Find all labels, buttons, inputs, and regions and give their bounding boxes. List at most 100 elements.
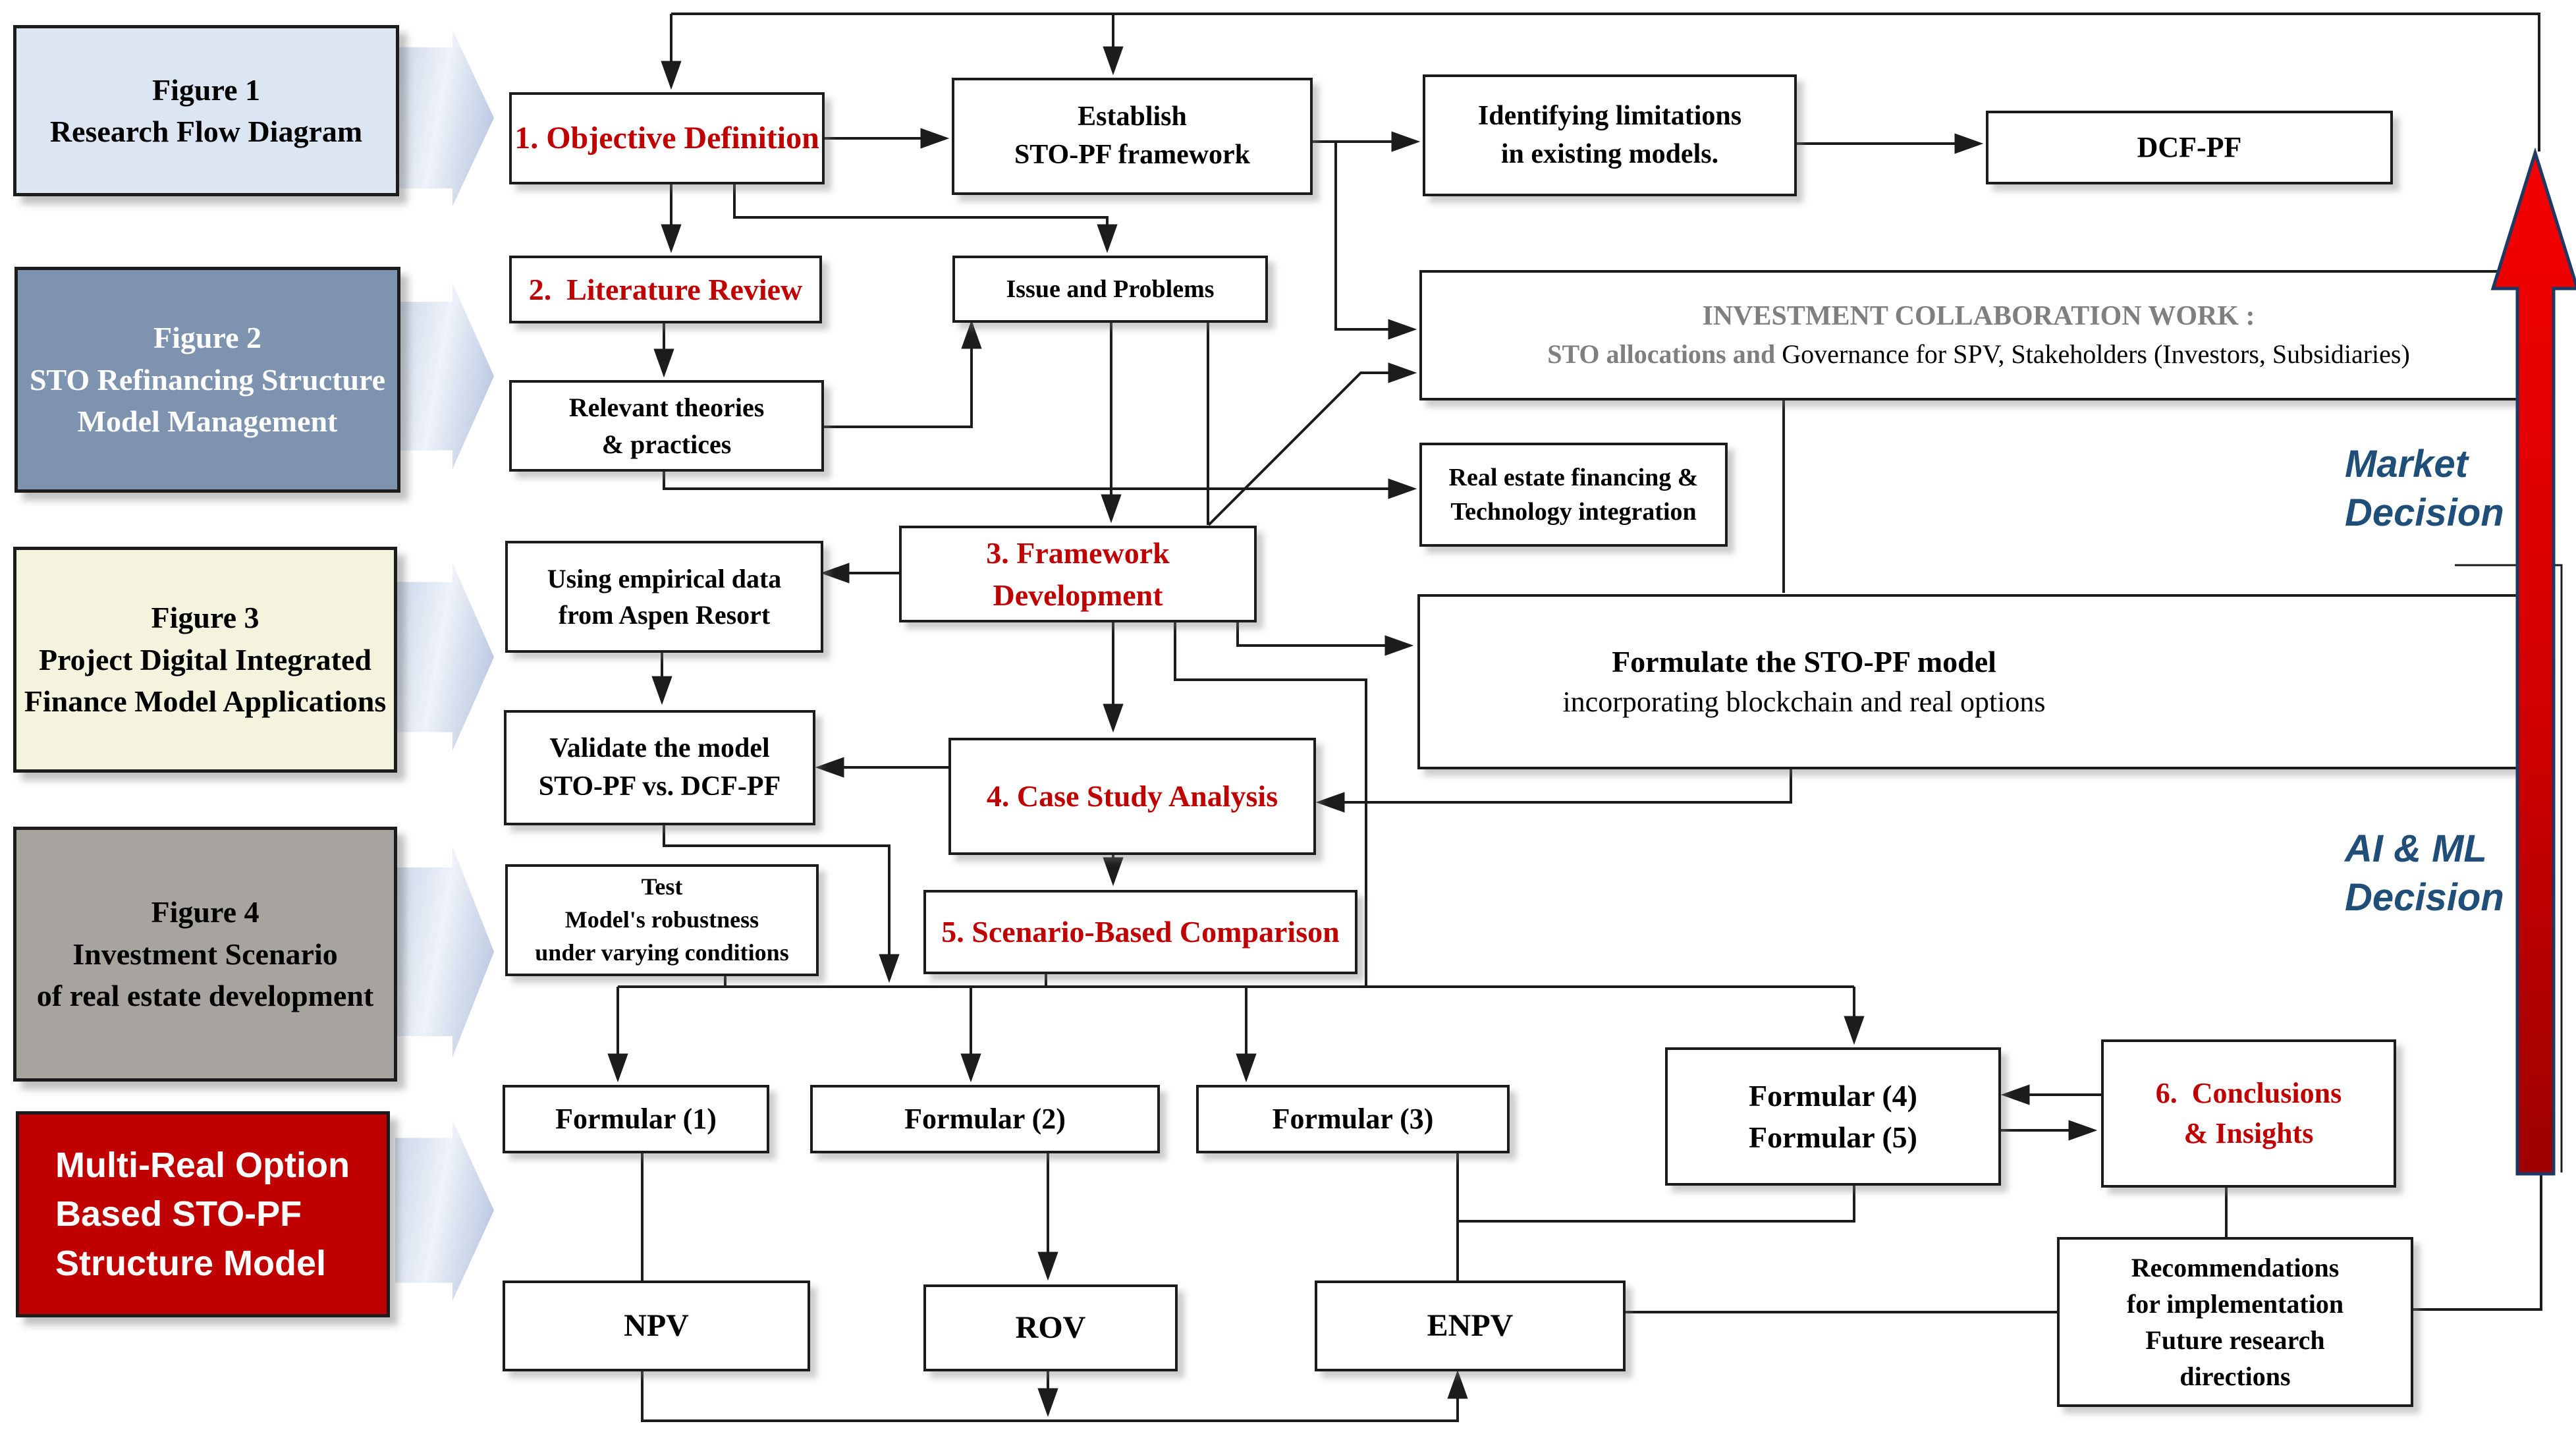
box-establish-framework: Establish STO-PF framework — [952, 78, 1313, 195]
box-rov: ROV — [923, 1284, 1178, 1371]
establish-line2: STO-PF framework — [1014, 140, 1251, 170]
figure2-title: Figure 2 — [153, 321, 261, 355]
box-relevant-theories: Relevant theories & practices — [509, 380, 824, 472]
test-line2: Model's robustness — [564, 906, 759, 933]
box-test-robustness: Test Model's robustness under varying co… — [505, 864, 819, 976]
connector — [1207, 362, 1417, 526]
relevant-line1: Relevant theories — [568, 393, 765, 423]
formulate-line1: Formulate the STO-PF model — [1612, 644, 1996, 678]
formular1-label: Formular (1) — [555, 1102, 717, 1135]
box-framework-development: 3. Framework Development — [899, 526, 1257, 622]
real-estate-line2: Technology integration — [1450, 498, 1697, 526]
connector — [2408, 1175, 2542, 1311]
aiml-decision-line2: Decision — [2345, 876, 2504, 920]
connector — [671, 13, 2540, 151]
recommendations-line2: for implementation — [2126, 1288, 2344, 1319]
conclusions-line1: 6. Conclusions — [2155, 1076, 2342, 1109]
recommendations-line4: directions — [2179, 1362, 2291, 1392]
empirical-line2: from Aspen Resort — [558, 600, 771, 630]
formular3-label: Formular (3) — [1272, 1102, 1434, 1135]
formular5-label: Formular (5) — [1749, 1120, 1917, 1154]
aiml-decision-label: AI & ML Decision — [2345, 825, 2523, 922]
box-formular45: Formular (4) Formular (5) — [1665, 1047, 2001, 1186]
figure3-card: Figure 3 Project Digital Integrated Fina… — [13, 547, 397, 773]
dcf-pf-label: DCF-PF — [2137, 130, 2242, 163]
figure2-card: Figure 2 STO Refinancing Structure Model… — [14, 267, 400, 493]
test-line1: Test — [641, 873, 683, 900]
box-identifying-limitations: Identifying limitations in existing mode… — [1423, 74, 1797, 196]
box-dcf-pf: DCF-PF — [1986, 111, 2393, 184]
connector — [1315, 764, 1792, 813]
establish-line1: Establish — [1078, 101, 1187, 132]
aiml-decision-line1: AI & ML — [2345, 827, 2487, 870]
box-using-empirical-data: Using empirical data from Aspen Resort — [505, 541, 823, 653]
conclusions-line2: & Insights — [2183, 1116, 2314, 1149]
objective-label: 1. Objective Definition — [514, 120, 819, 155]
box-case-study-analysis: 4. Case Study Analysis — [948, 738, 1316, 855]
box-enpv: ENPV — [1315, 1281, 1626, 1371]
figure2-subtitle: STO Refinancing Structure — [29, 362, 386, 397]
literature-label: 2. Literature Review — [528, 272, 803, 306]
connector — [1174, 617, 1367, 987]
box-investment-collaboration: INVESTMENT COLLABORATION WORK : STO allo… — [1419, 270, 2538, 400]
box-formular2: Formular (2) — [810, 1085, 1160, 1153]
figure4-title: Figure 4 — [151, 895, 260, 929]
npv-label: NPV — [624, 1308, 689, 1343]
figure3-subtitle: Project Digital Integrated — [39, 642, 371, 676]
figure3-title: Figure 3 — [151, 601, 260, 635]
issue-label: Issue and Problems — [1006, 275, 1215, 303]
figure4-subtitle: Investment Scenario — [72, 937, 338, 971]
multi-real-line3: Structure Model — [55, 1243, 327, 1283]
box-validate-model: Validate the model STO-PF vs. DCF-PF — [504, 710, 815, 825]
test-line3: under varying conditions — [535, 939, 789, 966]
invest-collab-line1: INVESTMENT COLLABORATION WORK : — [1702, 301, 2255, 332]
real-estate-line1: Real estate financing & — [1448, 463, 1699, 491]
figure1-subtitle: Research Flow Diagram — [49, 115, 363, 148]
box-issue-and-problems: Issue and Problems — [952, 256, 1268, 323]
framework-label: 3. Framework Development — [986, 536, 1170, 612]
enpv-label: ENPV — [1427, 1308, 1514, 1343]
recommendations-line3: Future research — [2145, 1325, 2325, 1355]
connector — [1236, 617, 1414, 656]
box-formulate-sto-pf: Formulate the STO-PF model incorporating… — [1417, 594, 2540, 769]
invest-collab-line2: STO allocations and Governance for SPV, … — [1547, 336, 2410, 372]
case-study-label: 4. Case Study Analysis — [986, 779, 1278, 813]
connector — [663, 820, 900, 983]
figure2-subtitle2: Model Management — [77, 404, 338, 439]
box-recommendations: Recommendations for implementation Futur… — [2057, 1237, 2413, 1407]
recommendations-line1: Recommendations — [2131, 1252, 2340, 1282]
connector — [733, 179, 1118, 254]
identifying-line2: in existing models. — [1500, 138, 1719, 169]
figure1-title: Figure 1 — [152, 72, 260, 107]
identifying-line1: Identifying limitations — [1477, 100, 1742, 131]
connector — [663, 466, 1417, 499]
market-decision-line1: Market — [2345, 443, 2468, 485]
market-decision-line2: Decision — [2345, 491, 2504, 535]
connector — [641, 1366, 1468, 1422]
connector — [819, 319, 982, 428]
box-real-estate-financing: Real estate financing & Technology integ… — [1419, 443, 1728, 547]
formulate-line2: incorporating blockchain and real option… — [1562, 686, 2046, 719]
connector — [1458, 1180, 1855, 1223]
invest-collab-line2-black: Governance for SPV, Stakeholders (Invest… — [1782, 339, 2410, 370]
validate-line2: STO-PF vs. DCF-PF — [538, 771, 781, 802]
validate-line1: Validate the model — [549, 732, 770, 763]
figure1-card: Figure 1 Research Flow Diagram — [13, 25, 399, 196]
box-literature-review: 2. Literature Review — [509, 256, 822, 323]
rov-label: ROV — [1015, 1309, 1086, 1345]
box-formular1: Formular (1) — [503, 1085, 769, 1153]
box-objective-definition: 1. Objective Definition — [509, 92, 825, 184]
empirical-line1: Using empirical data — [547, 563, 782, 593]
box-formular3: Formular (3) — [1196, 1085, 1510, 1153]
formular4-label: Formular (4) — [1749, 1078, 1917, 1113]
figure4-subtitle2: of real estate development — [36, 979, 374, 1013]
invest-collab-line2-gray: STO allocations and — [1547, 339, 1782, 370]
box-scenario-comparison: 5. Scenario-Based Comparison — [923, 890, 1357, 974]
multi-real-line1: Multi-Real Option — [55, 1145, 350, 1185]
figure4-card: Figure 4 Investment Scenario of real est… — [13, 827, 397, 1082]
figure3-subtitle2: Finance Model Applications — [24, 684, 387, 719]
market-decision-label: Market Decision — [2345, 440, 2523, 537]
formular2-label: Formular (2) — [904, 1102, 1066, 1135]
